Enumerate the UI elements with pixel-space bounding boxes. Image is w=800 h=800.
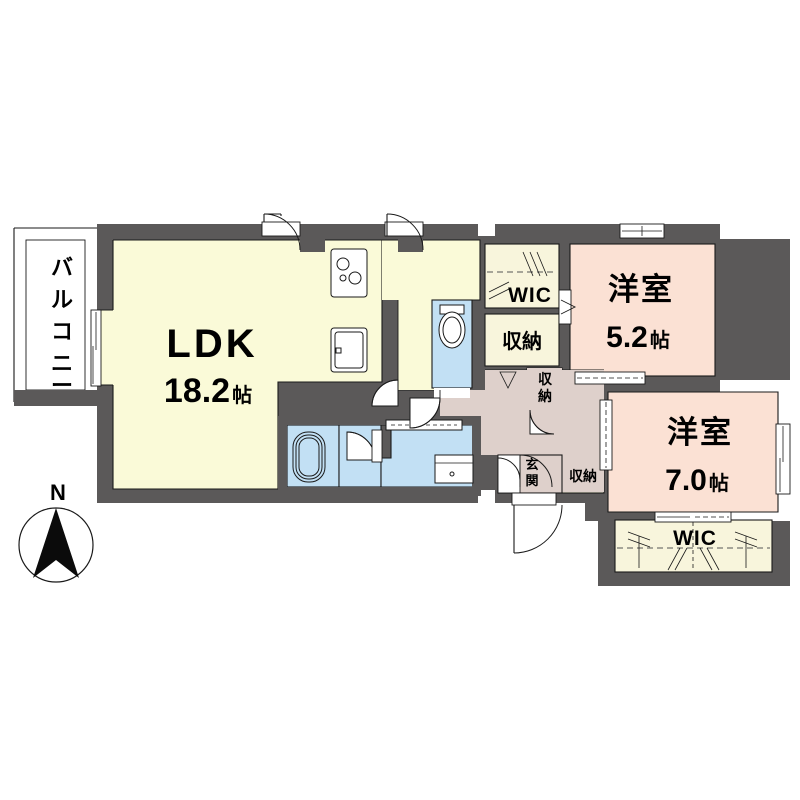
label-balcony-c5: ー (51, 373, 73, 398)
door-wic-lower (654, 511, 732, 523)
label-bedroom2-name: 洋室 (667, 415, 733, 450)
label-balcony-c4: ニ (51, 351, 73, 376)
label-bedroom2-unit: 帖 (709, 472, 729, 495)
closet-upper (484, 313, 560, 367)
label-bedroom1-unit: 帖 (650, 329, 670, 352)
label-genkan-2: 関 (525, 473, 538, 488)
window-bedroom2-right (775, 423, 791, 495)
label-bedroom1-name: 洋室 (608, 272, 674, 307)
compass-rose: N (18, 480, 94, 583)
label-balcony-group: バ ル コ ニ ー (51, 255, 73, 398)
toilet-icon (438, 304, 466, 349)
label-ldk-name: LDK (166, 322, 257, 366)
door-bedroom1 (558, 289, 577, 325)
water-zone (286, 299, 475, 488)
closet-upper-marker (499, 371, 517, 389)
balcony (13, 227, 100, 406)
door-ldk-top-1 (261, 213, 301, 251)
wic-upper (484, 243, 560, 309)
window-bedroom1-top (619, 223, 665, 239)
north-arrow-icon (33, 508, 79, 578)
label-wic-upper: WIC (508, 284, 552, 307)
room-ldk (92, 239, 383, 490)
label-closet-entry: 収納 (569, 468, 597, 484)
door-entrance (511, 492, 563, 554)
door-bedroom2 (599, 399, 613, 471)
label-wic-lower: WIC (673, 527, 717, 550)
label-genkan-1: 玄 (525, 457, 538, 472)
door-ldk-top-2 (384, 213, 424, 251)
stove-icon (330, 248, 368, 298)
label-closet-mid-2: 納 (538, 388, 552, 404)
label-bedroom2-area: 7.0 (665, 464, 707, 497)
label-closet-upper: 収納 (502, 329, 542, 353)
label-bedroom1-area: 5.2 (606, 321, 648, 354)
room-bedroom-2 (607, 391, 779, 513)
door-bath (346, 429, 383, 463)
bathtub-icon (292, 431, 326, 483)
windows-and-doors (90, 213, 791, 554)
label-balcony-c2: ル (51, 287, 73, 312)
label-ldk-area: 18.2 (164, 372, 230, 410)
label-balcony-c3: コ (51, 319, 73, 344)
door-washroom (371, 379, 399, 407)
door-closet-mid (529, 409, 555, 435)
door-genkan-inner (497, 454, 553, 488)
sink-icon (330, 327, 368, 373)
interior-partitions (278, 416, 481, 496)
wic-lower (614, 519, 773, 573)
room-bedroom-1 (569, 243, 716, 377)
label-closet-mid-1: 収 (538, 371, 553, 387)
vanity-icon (434, 454, 474, 484)
door-bedroom1-bottom (574, 371, 646, 385)
label-ldk-unit: 帖 (232, 384, 252, 407)
compass-label: N (50, 480, 66, 505)
label-balcony-c1: バ (51, 255, 73, 280)
door-toilet (409, 388, 470, 429)
